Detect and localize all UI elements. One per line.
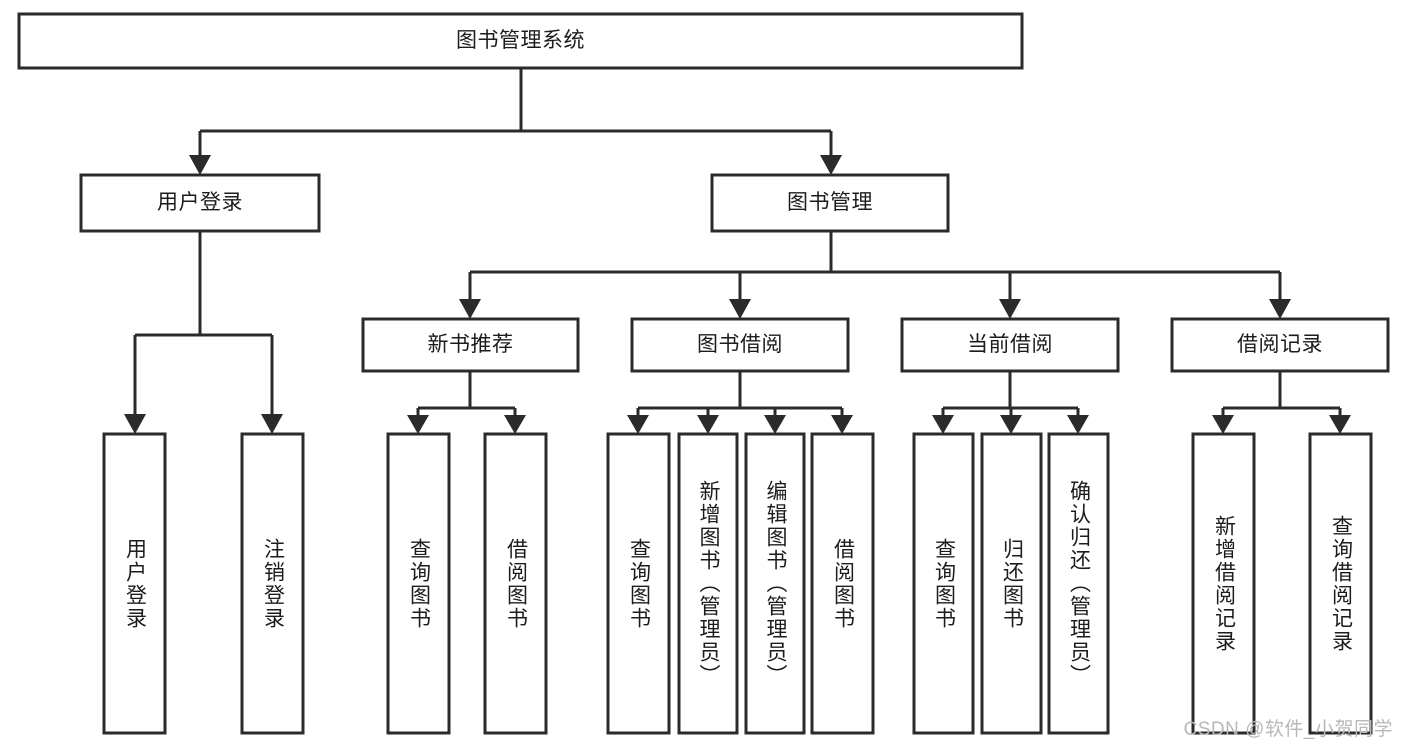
connector-book-manage-to-level3 xyxy=(459,231,1291,319)
arrow-head-leaf-query-book-2 xyxy=(627,415,649,434)
arrow-head-leaf-query-record xyxy=(1329,415,1351,434)
arrow-head-borrow-record xyxy=(1269,299,1291,319)
node-box-book-borrow[interactable] xyxy=(630,317,850,373)
node-box-leaf-query-book-2[interactable] xyxy=(606,432,671,735)
node-box-new-book-rec[interactable] xyxy=(361,317,580,373)
arrow-head-book-borrow xyxy=(729,299,751,319)
arrow-head-leaf-add-book xyxy=(697,415,719,434)
connector-user-login-to-leaves xyxy=(124,231,283,434)
arrow-head-leaf-user-login xyxy=(124,414,146,434)
node-box-leaf-add-record[interactable] xyxy=(1191,432,1256,735)
node-box-current-borrow[interactable] xyxy=(900,317,1120,373)
connector-current-borrow-to-leaves xyxy=(932,371,1089,434)
arrow-head-leaf-borrow-book-1 xyxy=(504,415,526,434)
connector-new-book-rec-to-leaves xyxy=(407,371,526,434)
arrow-head-leaf-add-record xyxy=(1212,415,1234,434)
node-box-root[interactable] xyxy=(17,12,1024,70)
node-box-leaf-add-book[interactable] xyxy=(677,432,739,735)
arrow-head-leaf-return-book xyxy=(1000,415,1022,434)
arrow-head-current-borrow xyxy=(999,299,1021,319)
node-box-leaf-query-book-1[interactable] xyxy=(386,432,451,735)
node-box-leaf-user-logout[interactable] xyxy=(240,432,305,735)
arrow-head-book-manage xyxy=(820,155,842,175)
node-box-leaf-return-book[interactable] xyxy=(980,432,1043,735)
node-box-user-login[interactable] xyxy=(79,173,321,233)
arrow-head-leaf-query-book-3 xyxy=(932,415,954,434)
node-box-book-manage[interactable] xyxy=(710,173,950,233)
node-box-leaf-borrow-book-2[interactable] xyxy=(810,432,875,735)
connector-root-to-level2 xyxy=(189,68,842,175)
node-box-leaf-user-login[interactable] xyxy=(102,432,167,735)
node-box-leaf-confirm-return[interactable] xyxy=(1047,432,1110,735)
node-box-leaf-edit-book[interactable] xyxy=(744,432,806,735)
arrow-head-leaf-edit-book xyxy=(764,415,786,434)
node-box-leaf-query-book-3[interactable] xyxy=(912,432,975,735)
arrow-head-leaf-query-book-1 xyxy=(407,415,429,434)
connector-book-borrow-to-leaves xyxy=(627,371,853,434)
arrow-head-leaf-user-logout xyxy=(261,414,283,434)
arrow-head-leaf-borrow-book-2 xyxy=(831,415,853,434)
node-box-leaf-borrow-book-1[interactable] xyxy=(483,432,548,735)
arrow-head-leaf-confirm-return xyxy=(1067,415,1089,434)
node-box-borrow-record[interactable] xyxy=(1170,317,1390,373)
arrow-head-new-book-rec xyxy=(459,299,481,319)
arrow-head-user-login xyxy=(189,155,211,175)
node-box-leaf-query-record[interactable] xyxy=(1308,432,1373,735)
connector-borrow-record-to-leaves xyxy=(1212,371,1351,434)
